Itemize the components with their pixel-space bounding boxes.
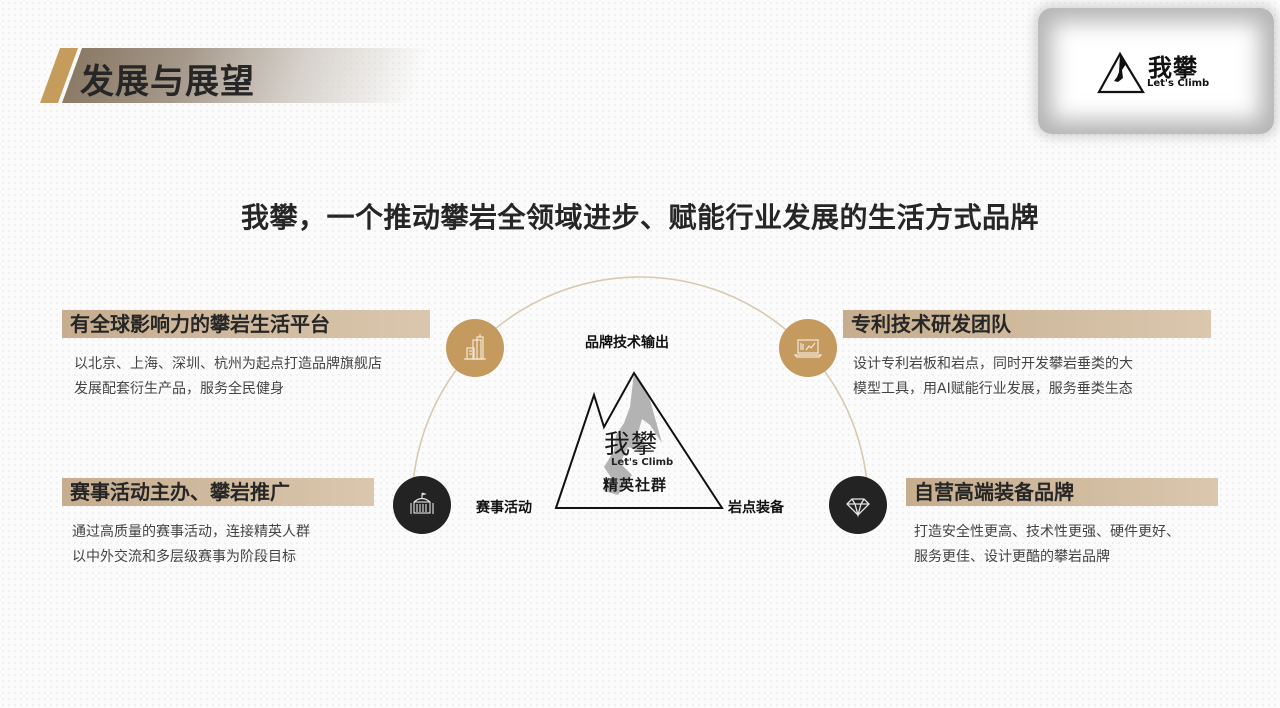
logo-name-en: Let's Climb: [1147, 78, 1210, 89]
feature-line: 服务更佳、设计更酷的攀岩品牌: [914, 549, 1110, 565]
feature-gear-brand: 自营高端装备品牌 打造安全性更高、技术性更强、硬件更好、 服务更佳、设计更酷的攀…: [906, 478, 1218, 570]
feature-title: 赛事活动主办、攀岩推广: [62, 478, 374, 506]
feature-patent-rd-team: 专利技术研发团队 设计专利岩板和岩点，同时开发攀岩垂类的大 模型工具，用AI赋能…: [843, 310, 1211, 402]
logo-name-cn: 我攀: [1148, 54, 1198, 82]
headline: 我攀，一个推动攀岩全领域进步、赋能行业发展的生活方式品牌: [240, 201, 1039, 234]
page-title: 发展与展望: [80, 62, 255, 102]
diamond-icon: [846, 498, 870, 518]
feature-title: 专利技术研发团队: [843, 310, 1211, 338]
laptop-chart-icon-circle: [779, 319, 837, 377]
section-title-bar: 发展与展望: [28, 48, 433, 103]
label-holds-gear: 岩点装备: [728, 500, 784, 516]
stadium-icon-circle: [393, 476, 451, 534]
buildings-icon: [464, 334, 486, 360]
mountain-climber-logo-icon: [1097, 51, 1145, 94]
label-brand-tech-output: 品牌技术输出: [585, 335, 669, 351]
center-brand-cn: 我攀: [604, 430, 659, 460]
diamond-icon-circle: [829, 476, 887, 534]
feature-line: 以中外交流和多层级赛事为阶段目标: [72, 549, 296, 565]
center-brand-en: Let's Climb: [611, 457, 674, 468]
brand-logo: 我攀 Let's Climb: [1038, 8, 1274, 134]
feature-title: 有全球影响力的攀岩生活平台: [62, 310, 430, 338]
feature-line: 通过高质量的赛事活动，连接精英人群: [72, 524, 310, 540]
feature-events-promotion: 赛事活动主办、攀岩推广 通过高质量的赛事活动，连接精英人群 以中外交流和多层级赛…: [62, 478, 374, 570]
laptop-chart-icon: [793, 339, 823, 358]
feature-line: 发展配套衍生产品，服务全民健身: [74, 381, 284, 397]
feature-title: 自营高端装备品牌: [906, 478, 1218, 506]
center-subtitle: 精英社群: [603, 476, 668, 494]
buildings-icon-circle: [446, 319, 504, 377]
mountain-diagram-icon: [554, 371, 724, 509]
feature-global-platform: 有全球影响力的攀岩生活平台 以北京、上海、深圳、杭州为起点打造品牌旗舰店 发展配…: [62, 310, 430, 402]
feature-line: 模型工具，用AI赋能行业发展，服务垂类生态: [853, 381, 1133, 397]
feature-line: 以北京、上海、深圳、杭州为起点打造品牌旗舰店: [74, 356, 382, 372]
feature-line: 设计专利岩板和岩点，同时开发攀岩垂类的大: [853, 356, 1133, 372]
stadium-icon: [410, 492, 434, 514]
feature-line: 打造安全性更高、技术性更强、硬件更好、: [914, 524, 1180, 540]
label-events: 赛事活动: [476, 500, 532, 516]
